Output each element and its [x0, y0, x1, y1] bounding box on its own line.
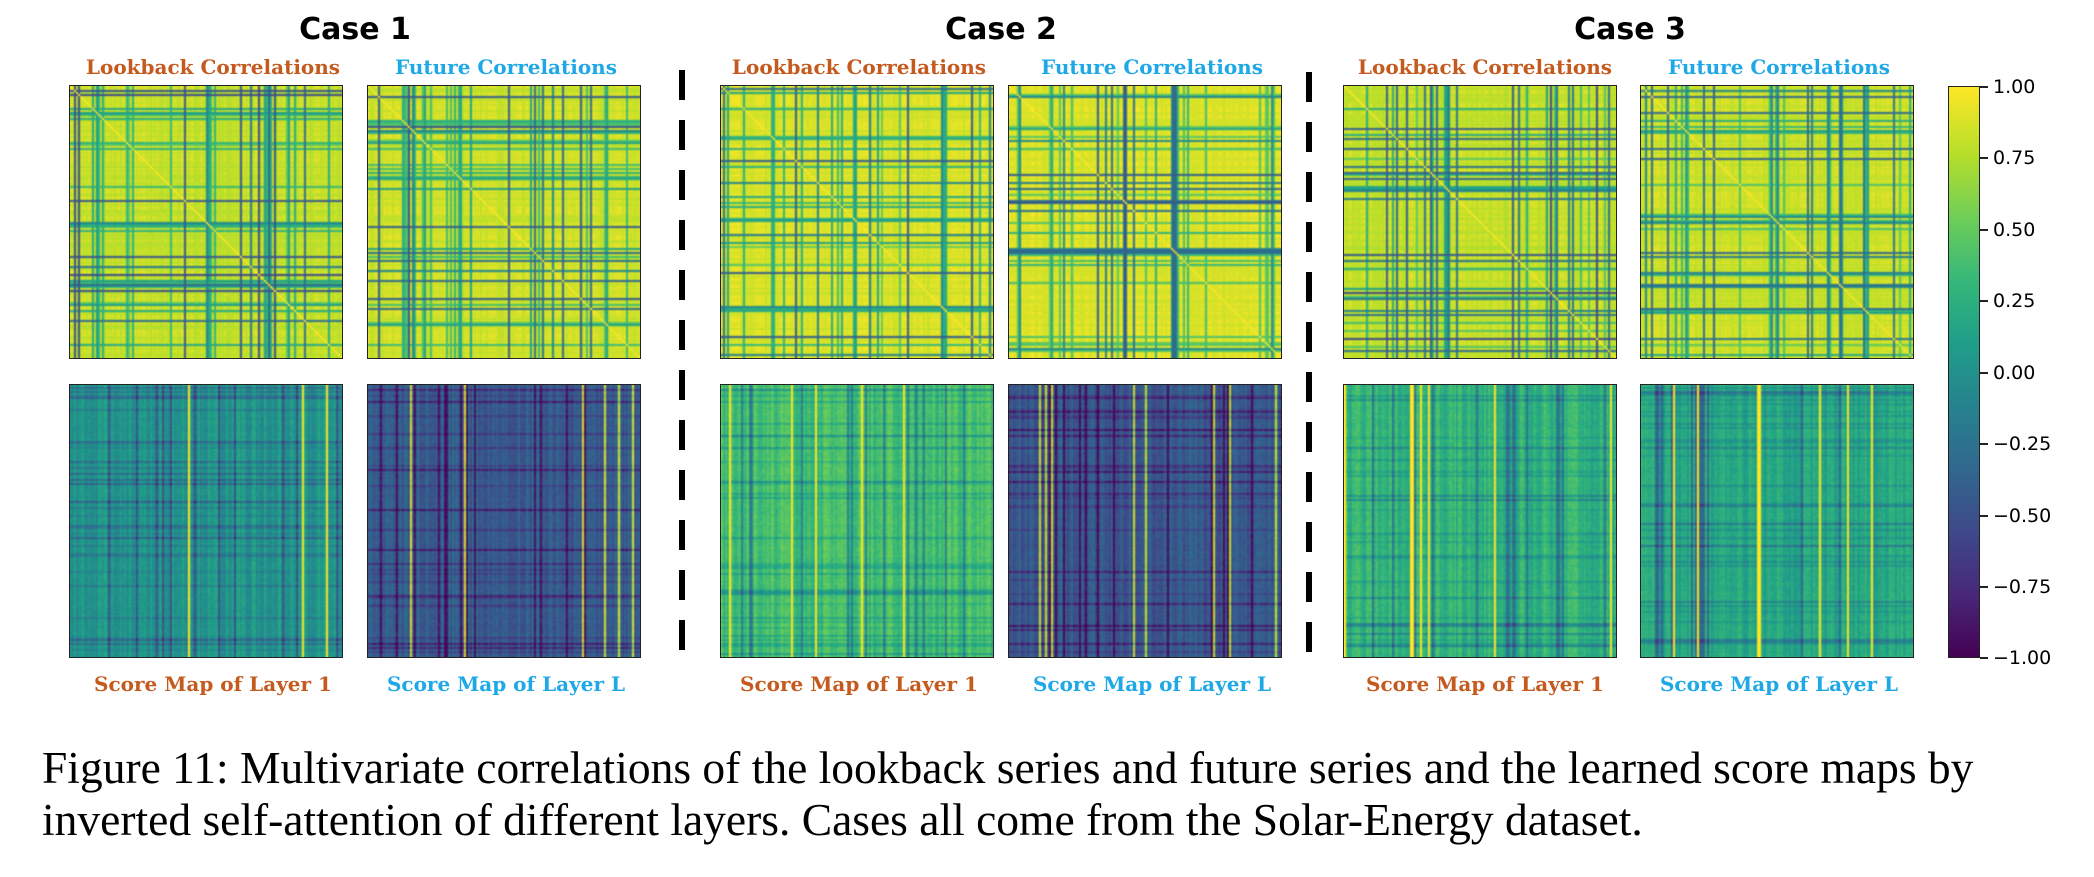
colorbar-tick-label: −0.50 [1993, 505, 2052, 527]
separator-dash [1306, 172, 1312, 202]
separator-dash [1306, 522, 1312, 552]
colorbar-tick [1980, 586, 1988, 588]
case-2-layerL-label: Score Map of Layer L [1032, 672, 1272, 696]
colorbar-tick-label: −1.00 [1993, 647, 2052, 669]
case-3-future-heatmap [1640, 85, 1914, 359]
case-3-layerL-heatmap [1640, 384, 1914, 658]
separator-dash [1306, 322, 1312, 352]
case-2-layer1-heatmap [720, 384, 994, 658]
case-2-future-heatmap [1008, 85, 1282, 359]
separator-dash [679, 420, 685, 450]
case-2-title: Case 2 [945, 12, 1057, 47]
separator-dash [679, 620, 685, 650]
colorbar-tick [1980, 86, 1988, 88]
separator-dash [1306, 372, 1312, 402]
case-1-layer1-label: Score Map of Layer 1 [94, 672, 332, 696]
colorbar-tick-label: 0.50 [1993, 219, 2036, 241]
colorbar-tick-label: 0.00 [1993, 362, 2036, 384]
case-3-lookback-heatmap [1343, 85, 1617, 359]
case-2-lookback-label: Lookback Correlations [731, 55, 987, 79]
colorbar-tick-label: −0.75 [1993, 576, 2052, 598]
case-2-layerL-heatmap [1008, 384, 1282, 658]
colorbar [1948, 86, 1980, 658]
separator-dash [1306, 422, 1312, 452]
case-2-lookback-heatmap [720, 85, 994, 359]
colorbar-tick-label: 1.00 [1993, 76, 2036, 98]
separator-dash [1306, 222, 1312, 252]
case-1-future-label: Future Correlations [395, 55, 617, 79]
case-3-lookback-label: Lookback Correlations [1357, 55, 1613, 79]
colorbar-tick [1980, 229, 1988, 231]
case-2-future-label: Future Correlations [1041, 55, 1263, 79]
separator-dash [679, 220, 685, 250]
separator-dash [679, 520, 685, 550]
separator-dash [679, 470, 685, 500]
colorbar-tick [1980, 157, 1988, 159]
separator-dash [679, 320, 685, 350]
case-3-future-label: Future Correlations [1668, 55, 1890, 79]
case-1-title: Case 1 [299, 12, 411, 47]
colorbar-tick [1980, 657, 1988, 659]
case-3-layerL-label: Score Map of Layer L [1659, 672, 1899, 696]
case-1-lookback-heatmap [69, 85, 343, 359]
separator-dash [679, 270, 685, 300]
separator-dash [679, 70, 685, 100]
colorbar-tick-label: 0.25 [1993, 290, 2036, 312]
case-1-layerL-label: Score Map of Layer L [386, 672, 626, 696]
colorbar-tick-label: −0.25 [1993, 433, 2052, 455]
case-1-lookback-label: Lookback Correlations [85, 55, 341, 79]
separator-dash [1306, 122, 1312, 152]
figure-caption: Figure 11: Multivariate correlations of … [42, 742, 1974, 845]
colorbar-tick [1980, 372, 1988, 374]
separator-dash [679, 570, 685, 600]
case-3-layer1-heatmap [1343, 384, 1617, 658]
separator-dash [679, 370, 685, 400]
colorbar-tick [1980, 443, 1988, 445]
separator-dash [1306, 572, 1312, 602]
separator-dash [1306, 472, 1312, 502]
colorbar-tick [1980, 300, 1988, 302]
separator-dash [1306, 272, 1312, 302]
separator-dash [679, 170, 685, 200]
case-1-layer1-heatmap [69, 384, 343, 658]
separator-dash [1306, 72, 1312, 102]
case-2-layer1-label: Score Map of Layer 1 [740, 672, 978, 696]
case-3-layer1-label: Score Map of Layer 1 [1366, 672, 1604, 696]
case-1-future-heatmap [367, 85, 641, 359]
case-1-layerL-heatmap [367, 384, 641, 658]
colorbar-tick-label: 0.75 [1993, 147, 2036, 169]
separator-dash [679, 120, 685, 150]
case-3-title: Case 3 [1574, 12, 1686, 47]
separator-dash [1306, 622, 1312, 652]
colorbar-tick [1980, 515, 1988, 517]
